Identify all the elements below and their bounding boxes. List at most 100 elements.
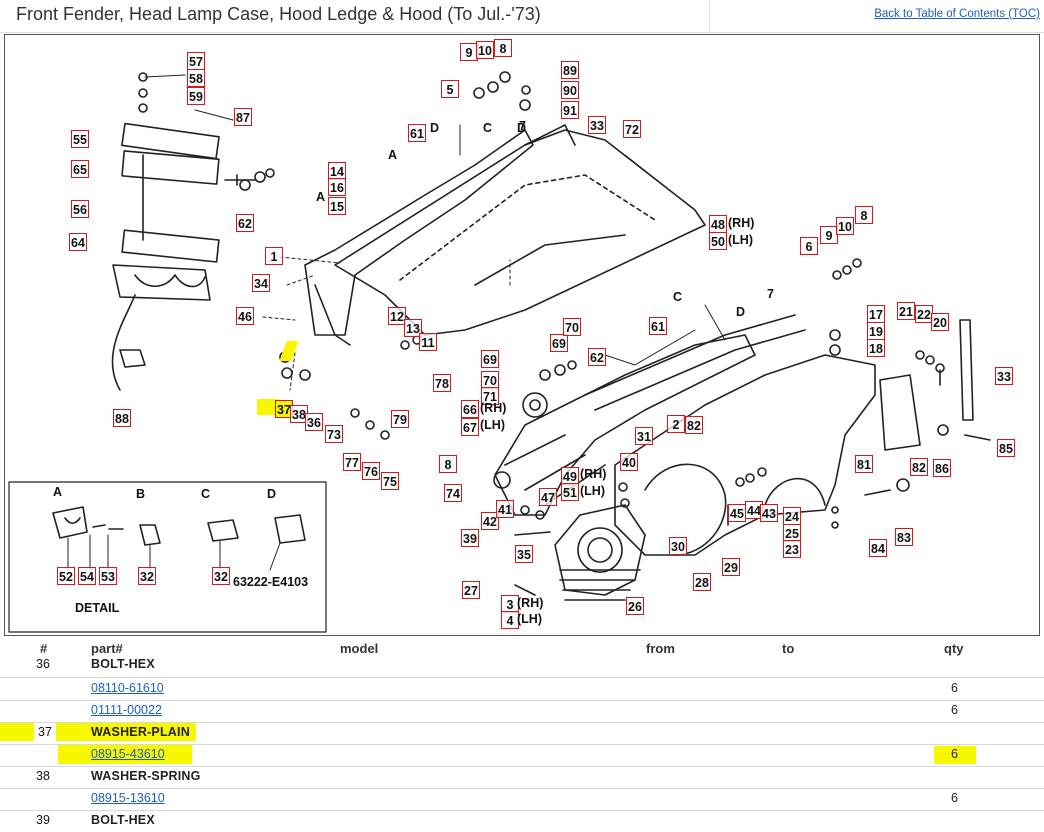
callout-83[interactable]: 83 bbox=[895, 528, 913, 546]
callout-8[interactable]: 8 bbox=[439, 455, 457, 473]
callout-75[interactable]: 75 bbox=[381, 472, 399, 490]
callout-32[interactable]: 32 bbox=[212, 567, 230, 585]
callout-19[interactable]: 19 bbox=[867, 322, 885, 340]
callout-9[interactable]: 9 bbox=[820, 226, 838, 244]
callout-62[interactable]: 62 bbox=[588, 348, 606, 366]
callout-29[interactable]: 29 bbox=[722, 558, 740, 576]
callout-40[interactable]: 40 bbox=[620, 453, 638, 471]
callout-38[interactable]: 38 bbox=[290, 405, 308, 423]
callout-65[interactable]: 65 bbox=[71, 160, 89, 178]
callout-34[interactable]: 34 bbox=[252, 274, 270, 292]
callout-18[interactable]: 18 bbox=[867, 339, 885, 357]
callout-85[interactable]: 85 bbox=[997, 439, 1015, 457]
callout-16[interactable]: 16 bbox=[328, 178, 346, 196]
callout-20[interactable]: 20 bbox=[931, 313, 949, 331]
callout-71[interactable]: 71 bbox=[481, 387, 499, 405]
callout-47[interactable]: 47 bbox=[539, 488, 557, 506]
callout-27[interactable]: 27 bbox=[462, 581, 480, 599]
callout-42[interactable]: 42 bbox=[481, 512, 499, 530]
callout-41[interactable]: 41 bbox=[496, 500, 514, 518]
callout-82[interactable]: 82 bbox=[685, 416, 703, 434]
callout-56[interactable]: 56 bbox=[71, 200, 89, 218]
callout-9[interactable]: 9 bbox=[460, 43, 478, 61]
part-number-link[interactable]: 08915-43610 bbox=[91, 747, 165, 761]
callout-66[interactable]: 66 bbox=[461, 400, 479, 418]
callout-28[interactable]: 28 bbox=[693, 573, 711, 591]
callout-24[interactable]: 24 bbox=[783, 507, 801, 525]
callout-76[interactable]: 76 bbox=[362, 462, 380, 480]
callout-57[interactable]: 57 bbox=[187, 52, 205, 70]
callout-81[interactable]: 81 bbox=[855, 455, 873, 473]
callout-70[interactable]: 70 bbox=[563, 318, 581, 336]
callout-69[interactable]: 69 bbox=[550, 334, 568, 352]
callout-1[interactable]: 1 bbox=[265, 247, 283, 265]
callout-21[interactable]: 21 bbox=[897, 302, 915, 320]
back-to-toc-link[interactable]: Back to Table of Contents (TOC) bbox=[874, 8, 1040, 20]
callout-74[interactable]: 74 bbox=[444, 484, 462, 502]
callout-78[interactable]: 78 bbox=[433, 374, 451, 392]
callout-88[interactable]: 88 bbox=[113, 409, 131, 427]
callout-67[interactable]: 67 bbox=[461, 418, 479, 436]
callout-17[interactable]: 17 bbox=[867, 305, 885, 323]
callout-59[interactable]: 59 bbox=[187, 87, 205, 105]
callout-50[interactable]: 50 bbox=[709, 232, 727, 250]
callout-39[interactable]: 39 bbox=[461, 529, 479, 547]
callout-61[interactable]: 61 bbox=[649, 317, 667, 335]
callout-33[interactable]: 33 bbox=[588, 116, 606, 134]
callout-43[interactable]: 43 bbox=[760, 504, 778, 522]
callout-90[interactable]: 90 bbox=[561, 81, 579, 99]
callout-84[interactable]: 84 bbox=[869, 539, 887, 557]
callout-69[interactable]: 69 bbox=[481, 350, 499, 368]
callout-79[interactable]: 79 bbox=[391, 410, 409, 428]
callout-87[interactable]: 87 bbox=[234, 108, 252, 126]
callout-12[interactable]: 12 bbox=[388, 307, 406, 325]
callout-54[interactable]: 54 bbox=[78, 567, 96, 585]
callout-8[interactable]: 8 bbox=[494, 39, 512, 57]
callout-4[interactable]: 4 bbox=[501, 611, 519, 629]
callout-73[interactable]: 73 bbox=[325, 425, 343, 443]
callout-72[interactable]: 72 bbox=[623, 120, 641, 138]
callout-58[interactable]: 58 bbox=[187, 69, 205, 87]
callout-45[interactable]: 45 bbox=[728, 504, 746, 522]
view-letter-a: A bbox=[316, 190, 326, 204]
callout-3[interactable]: 3 bbox=[501, 595, 519, 613]
callout-35[interactable]: 35 bbox=[515, 545, 533, 563]
callout-53[interactable]: 53 bbox=[99, 567, 117, 585]
callout-33[interactable]: 33 bbox=[995, 367, 1013, 385]
callout-77[interactable]: 77 bbox=[343, 453, 361, 471]
callout-89[interactable]: 89 bbox=[561, 61, 579, 79]
callout-26[interactable]: 26 bbox=[626, 597, 644, 615]
callout-91[interactable]: 91 bbox=[561, 101, 579, 119]
callout-23[interactable]: 23 bbox=[783, 540, 801, 558]
part-number-link[interactable]: 01111-00022 bbox=[91, 703, 162, 717]
callout-15[interactable]: 15 bbox=[328, 197, 346, 215]
callout-32[interactable]: 32 bbox=[138, 567, 156, 585]
callout-5[interactable]: 5 bbox=[441, 80, 459, 98]
callout-52[interactable]: 52 bbox=[57, 567, 75, 585]
part-number-link[interactable]: 08915-13610 bbox=[91, 791, 165, 805]
callout-10[interactable]: 10 bbox=[836, 217, 854, 235]
callout-14[interactable]: 14 bbox=[328, 162, 346, 180]
callout-49[interactable]: 49 bbox=[561, 467, 579, 485]
callout-11[interactable]: 11 bbox=[419, 333, 437, 351]
callout-31[interactable]: 31 bbox=[635, 427, 653, 445]
part-number-link[interactable]: 08110-61610 bbox=[91, 681, 164, 695]
callout-25[interactable]: 25 bbox=[783, 524, 801, 542]
callout-86[interactable]: 86 bbox=[933, 459, 951, 477]
callout-30[interactable]: 30 bbox=[669, 537, 687, 555]
callout-51[interactable]: 51 bbox=[561, 483, 579, 501]
callout-64[interactable]: 64 bbox=[69, 233, 87, 251]
callout-6[interactable]: 6 bbox=[800, 237, 818, 255]
callout-55[interactable]: 55 bbox=[71, 130, 89, 148]
callout-10[interactable]: 10 bbox=[476, 41, 494, 59]
callout-36[interactable]: 36 bbox=[305, 413, 323, 431]
callout-61[interactable]: 61 bbox=[408, 124, 426, 142]
callout-13[interactable]: 13 bbox=[404, 319, 422, 337]
callout-8[interactable]: 8 bbox=[855, 206, 873, 224]
callout-62[interactable]: 62 bbox=[236, 214, 254, 232]
callout-70[interactable]: 70 bbox=[481, 371, 499, 389]
callout-82[interactable]: 82 bbox=[910, 458, 928, 476]
callout-48[interactable]: 48 bbox=[709, 215, 727, 233]
callout-2[interactable]: 2 bbox=[667, 415, 685, 433]
callout-46[interactable]: 46 bbox=[236, 307, 254, 325]
